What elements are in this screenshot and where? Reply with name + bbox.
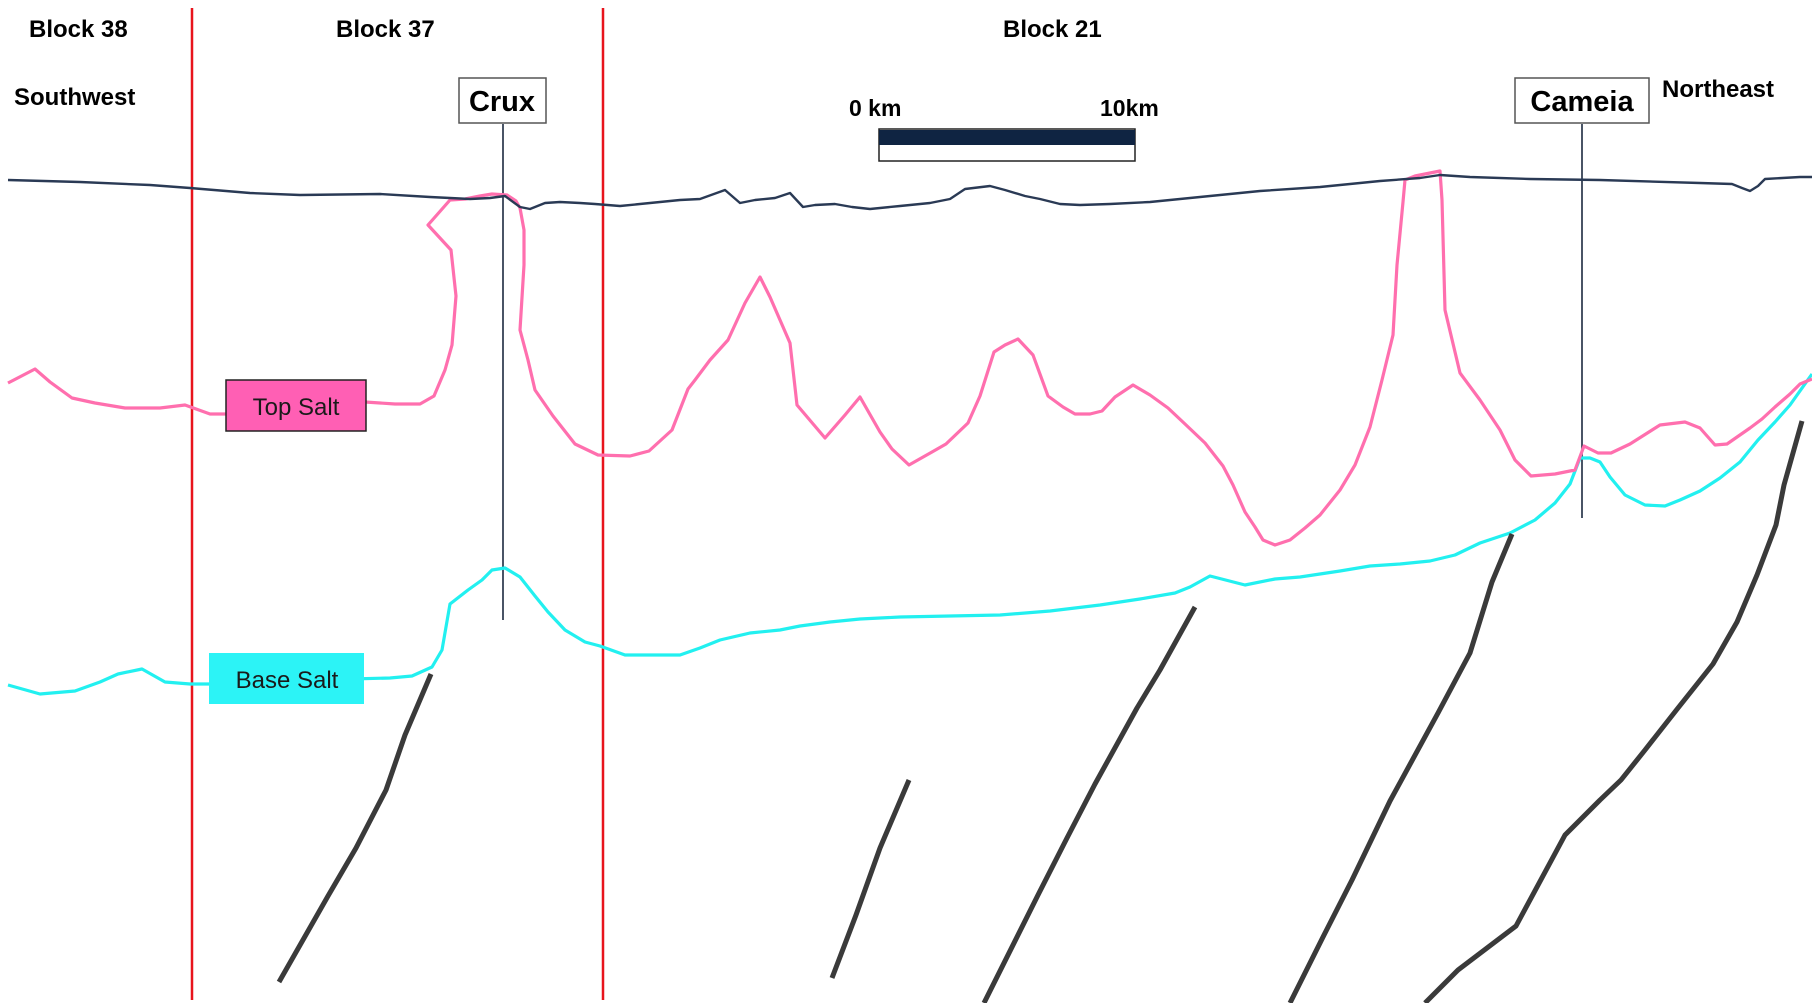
fault-line-4 [1287,533,1515,1003]
fault-line-3 [981,605,1198,1003]
base-salt-legend-label: Base Salt [236,667,339,694]
crux-label-text: Crux [469,86,535,118]
crux-well-label: Crux [458,77,547,124]
base-salt-legend-box [209,653,364,704]
fault-line-2 [829,779,912,979]
base-salt-horizon [7,373,1812,696]
top-salt-horizon [7,169,1812,547]
block-38-label: Block 38 [29,16,128,43]
scale-bar-end-label: 10km [1100,95,1159,121]
scale-bar-start-label: 0 km [849,95,901,121]
scale-bar-dark-segment [879,130,1135,145]
fault-line-5 [1423,420,1805,1003]
southwest-label: Southwest [14,84,135,111]
top-salt-legend-box [225,379,367,432]
top-salt-legend: Top Salt [225,379,367,432]
cameia-label-text: Cameia [1530,86,1634,118]
cameia-well-label: Cameia [1514,77,1650,124]
seabed-line [7,173,1812,211]
fault-line-1 [276,673,434,984]
block-21-label: Block 21 [1003,16,1102,43]
base-salt-legend: Base Salt [209,653,364,704]
fault-lines [276,420,1805,1003]
scale-bar: 0 km 10km [849,95,1159,162]
top-salt-legend-label: Top Salt [253,394,340,421]
northeast-label: Northeast [1662,76,1774,103]
block-37-label: Block 37 [336,16,435,43]
